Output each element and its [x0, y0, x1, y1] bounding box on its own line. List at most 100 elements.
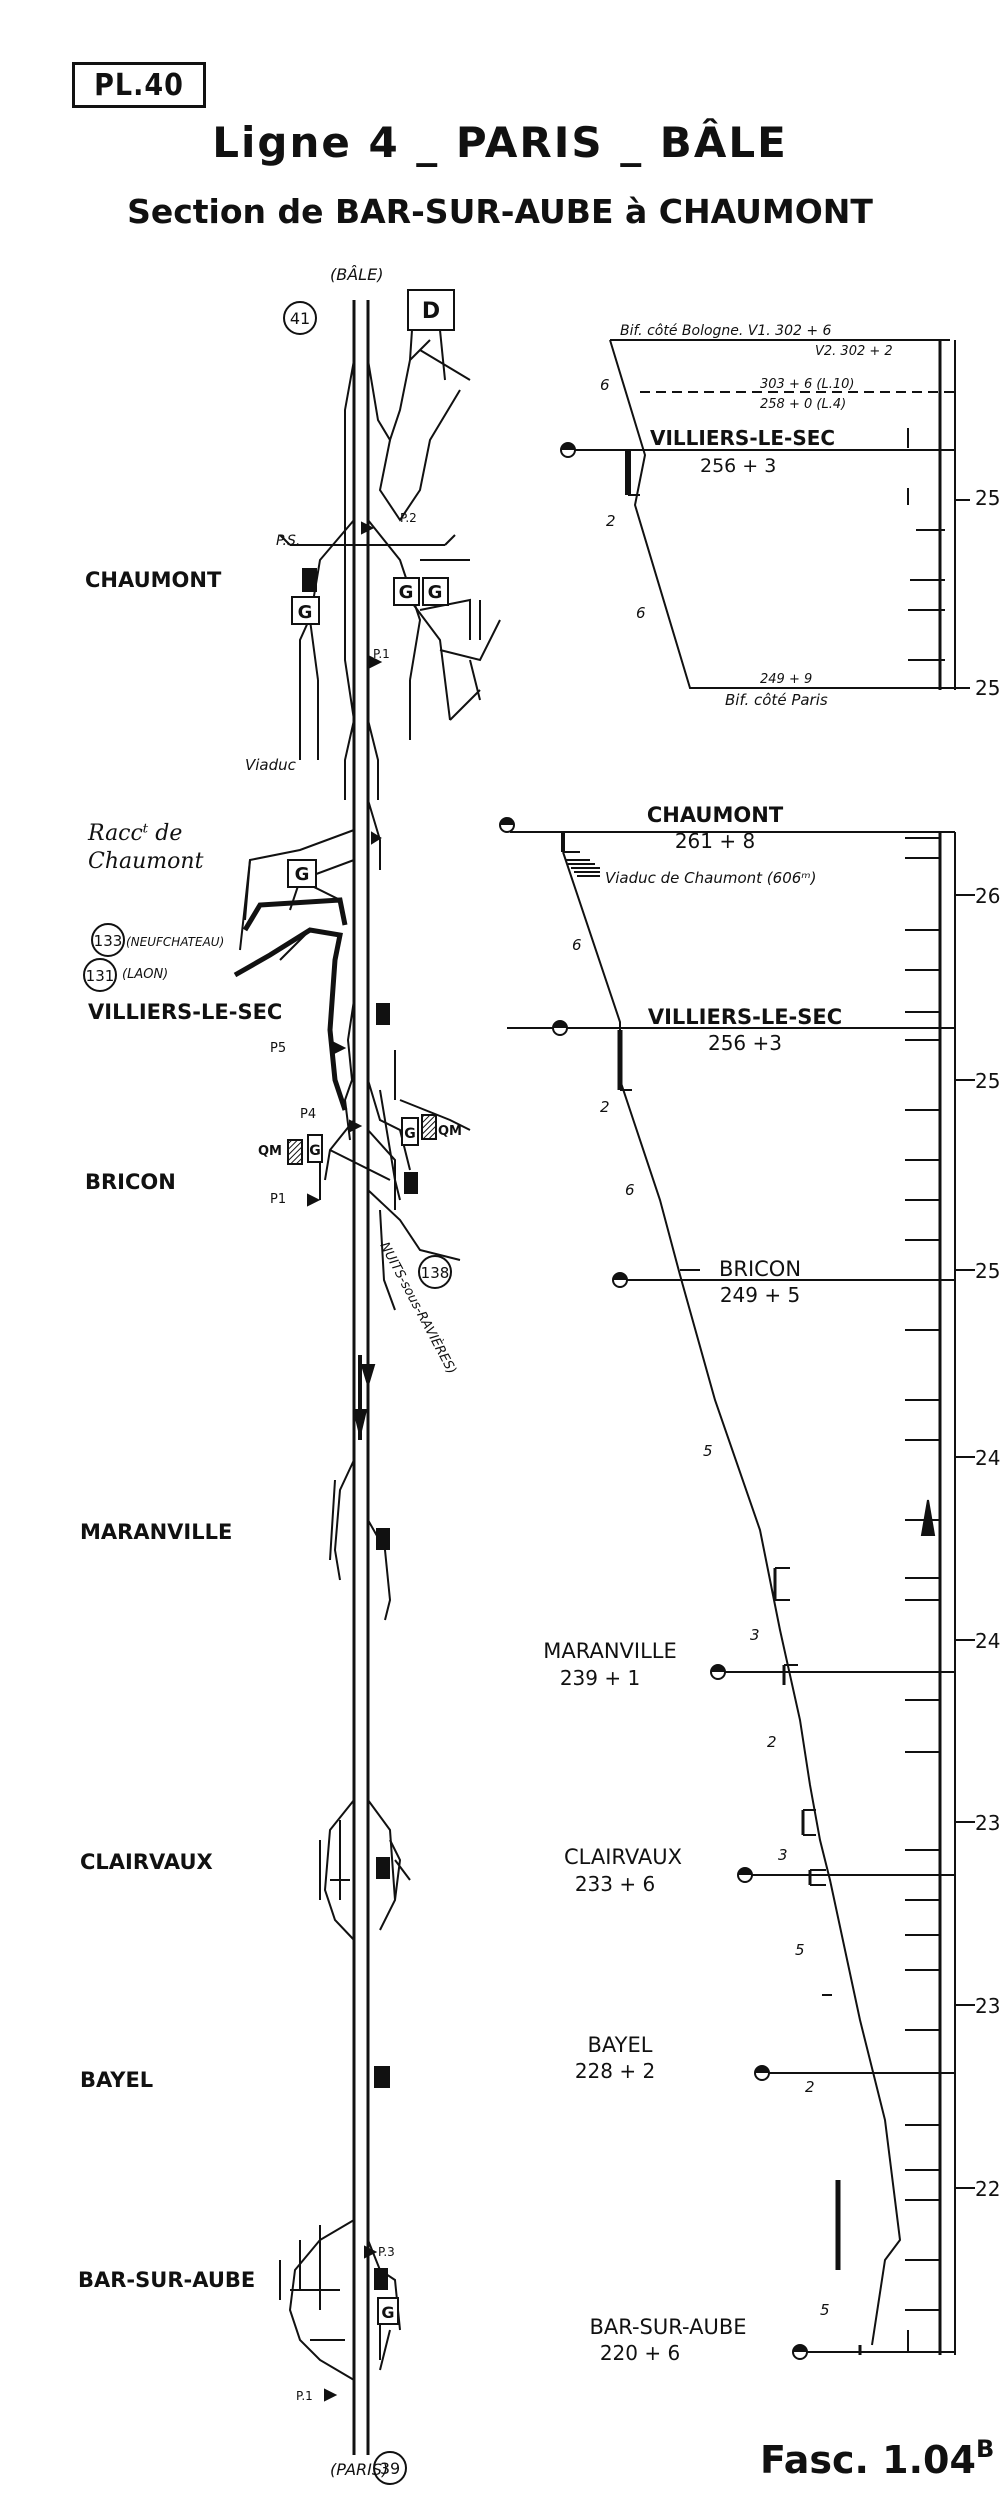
track-schematic	[233, 289, 501, 2455]
main-gradient-3: 6	[625, 1181, 635, 1199]
profile-main	[507, 831, 975, 2355]
tick-235: 235	[975, 1811, 1000, 1835]
tick-225: 225	[975, 2177, 1000, 2201]
main-gradient-10: 5	[820, 2301, 830, 2319]
inset-gradient-2: 2	[606, 512, 616, 530]
mark-qm-right: QM	[438, 1124, 462, 1139]
g-label-3: G	[428, 582, 443, 603]
neufchateau-label: (NEUFCHATEAU)	[126, 935, 224, 949]
profile-station-bar-sur-aube: BAR-SUR-AUBE	[589, 2315, 746, 2339]
branch-laon	[233, 927, 348, 1111]
page-subtitle: Section de BAR-SUR-AUBE à CHAUMONT	[127, 192, 873, 231]
goods-box-3	[422, 577, 449, 606]
profile-station-maranville-pk: 239 + 1	[560, 1666, 640, 1690]
station-label-clairvaux: CLAIRVAUX	[80, 1850, 213, 1874]
g-label-6: G	[404, 1126, 416, 1142]
main-gradient-4: 5	[703, 1442, 713, 1460]
tick-260: 260	[975, 884, 1000, 908]
main-gradient-7: 3	[778, 1846, 788, 1864]
depot-letter: D	[422, 299, 440, 324]
mark-p4: P4	[300, 1107, 316, 1122]
viaduc-label: Viaduc	[245, 756, 297, 774]
station-label-maranville: MARANVILLE	[80, 1520, 233, 1544]
laon-label: (LAON)	[122, 967, 168, 982]
tick-250: 250	[975, 1259, 1000, 1283]
mark-ps: P.S.	[276, 533, 300, 549]
inset-bottom-note: Bif. côté Paris	[725, 691, 828, 709]
goods-box-2	[393, 577, 420, 606]
tick-240: 240	[975, 1629, 1000, 1653]
g-label-1: G	[298, 602, 313, 623]
inset-tick-255: 255	[975, 486, 1000, 510]
main-gradient-9: 2	[805, 2078, 815, 2096]
mark-p2: P.2	[400, 511, 417, 525]
nuits-label: NUITS-sous-RAVIÈRES)	[376, 1239, 459, 1376]
tick-245: 245	[975, 1446, 1000, 1470]
inset-note-top-1: Bif. côté Bologne. V1. 302 + 6	[620, 323, 832, 339]
building-bayel	[374, 2066, 390, 2088]
profile-station-bricon: BRICON	[719, 1257, 801, 1281]
plate-number: PL.40	[72, 62, 206, 108]
g-label-4: G	[295, 864, 310, 885]
mark-p1-bar: P.1	[296, 2389, 313, 2403]
inset-tick-250: 250	[975, 676, 1000, 700]
building-chaumont	[302, 568, 317, 592]
goods-box-1	[291, 596, 320, 625]
tick-230: 230	[975, 1994, 1000, 2018]
branch-neufchateau	[242, 897, 348, 932]
page-title: Ligne 4 _ PARIS _ BÂLE	[212, 118, 788, 167]
profile-station-bricon-pk: 249 + 5	[720, 1283, 800, 1307]
inset-note-top-2: V2. 302 + 2	[815, 344, 893, 359]
g-label-2: G	[399, 582, 414, 603]
inset-station-villiers-pk: 256 + 3	[700, 455, 776, 477]
inset-note-top-3: 303 + 6 (L.10)	[760, 377, 854, 392]
profile-station-clairvaux: CLAIRVAUX	[564, 1845, 682, 1869]
branch-nuits	[379, 1209, 396, 1311]
inset-gradient-1: 6	[600, 376, 610, 394]
g-label-7: G	[381, 2303, 394, 2322]
mark-p1-bricon: P1	[270, 1192, 286, 1207]
g-label-5: G	[309, 1143, 321, 1159]
circle-138: 138	[421, 1264, 450, 1282]
station-markers	[499, 817, 808, 2360]
circle-41: 41	[290, 309, 310, 328]
main-gradient-6: 2	[767, 1733, 777, 1751]
station-label-chaumont: CHAUMONT	[85, 568, 222, 592]
inset-station-villiers: VILLIERS-LE-SEC	[650, 426, 835, 450]
inset-gradient-3: 6	[636, 604, 646, 622]
goods-box-6	[401, 1117, 419, 1146]
profile-station-bar-sur-aube-pk: 220 + 6	[600, 2341, 680, 2365]
inset-bottom-pk: 249 + 9	[760, 672, 812, 687]
building-villiers	[376, 1003, 390, 1025]
end-label-top: (BÂLE)	[330, 265, 383, 284]
main-gradient-1: 6	[572, 936, 582, 954]
station-label-bricon: BRICON	[85, 1170, 176, 1194]
profile-station-bayel-pk: 228 + 2	[575, 2059, 655, 2083]
profile-station-villiers-pk: 256 +3	[708, 1031, 782, 1055]
siding-depot	[367, 339, 431, 443]
raccordement-label: Raccᵗ de Chaumont	[88, 821, 204, 874]
profile-inset	[570, 339, 970, 690]
goods-box-5	[307, 1134, 323, 1163]
tick-255: 255	[975, 1069, 1000, 1093]
profile-station-villiers: VILLIERS-LE-SEC	[648, 1005, 842, 1029]
profile-station-clairvaux-pk: 233 + 6	[575, 1872, 655, 1896]
circle-39: 39	[380, 2459, 400, 2478]
station-label-bar-sur-aube: BAR-SUR-AUBE	[78, 2268, 256, 2292]
mark-p5: P5	[270, 1041, 286, 1056]
goods-box-4	[287, 859, 317, 888]
station-label-villiers: VILLIERS-LE-SEC	[88, 1000, 283, 1024]
profile-station-maranville: MARANVILLE	[543, 1639, 677, 1663]
building-maranville	[376, 1528, 390, 1550]
building-clairvaux	[376, 1857, 390, 1879]
building-bar-sur-aube	[374, 2268, 388, 2290]
main-gradient-5: 3	[750, 1626, 760, 1644]
mark-qm-left: QM	[258, 1144, 282, 1159]
mark-p1-chaumont: P.1	[373, 647, 390, 661]
fascicule-label: Fasc. 1.04B	[760, 2435, 995, 2482]
quay-marker-left	[287, 1139, 303, 1165]
building-bricon	[404, 1172, 418, 1194]
siding-north	[344, 359, 355, 721]
profile-station-chaumont: CHAUMONT	[647, 803, 784, 827]
